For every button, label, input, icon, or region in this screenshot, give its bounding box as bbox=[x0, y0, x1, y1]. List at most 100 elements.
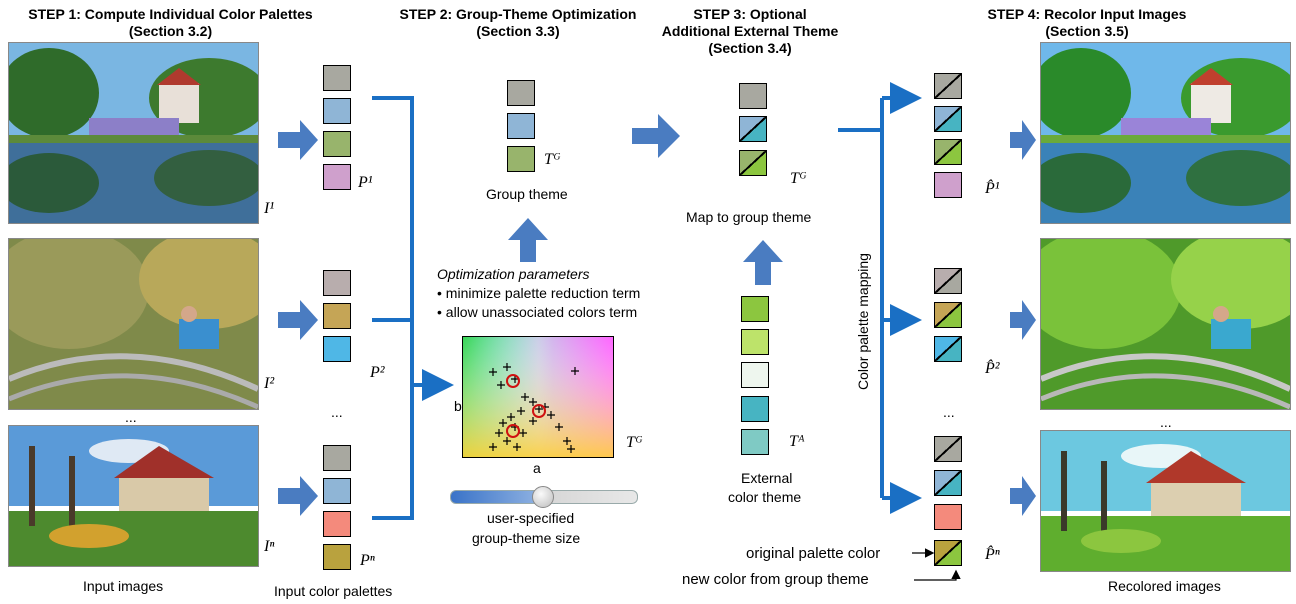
axis-a-label: a bbox=[533, 460, 541, 476]
opt-bullet-2: • allow unassociated colors term bbox=[437, 304, 638, 320]
step2-title: STEP 2: Group-Theme Optimization bbox=[399, 6, 637, 22]
external-label-2: color theme bbox=[728, 489, 802, 505]
plot-point bbox=[529, 398, 537, 406]
ellipsis-inputs: ... bbox=[125, 409, 137, 425]
plot-point bbox=[489, 443, 497, 451]
tg-swatch-gray bbox=[507, 80, 535, 106]
arrow-opt-up bbox=[508, 218, 548, 262]
sym-In: Iⁿ bbox=[264, 538, 275, 555]
arrow-out2 bbox=[1010, 300, 1036, 340]
sym-Phatn: P̂ⁿ bbox=[985, 546, 1000, 563]
p1-swatch-gray bbox=[323, 65, 351, 91]
arrow-img1 bbox=[278, 120, 318, 160]
step2-section: (Section 3.3) bbox=[476, 23, 560, 39]
tg-swatch-olive bbox=[507, 146, 535, 172]
plot-point bbox=[521, 393, 529, 401]
mn-swatch-3 bbox=[934, 504, 962, 530]
opt-params-title: Optimization parameters bbox=[437, 266, 590, 282]
collector-wires bbox=[372, 96, 454, 520]
arrow-step2-3 bbox=[632, 114, 680, 158]
plot-point bbox=[495, 429, 503, 437]
distributor-wires bbox=[838, 82, 922, 514]
s3-swatch-gray bbox=[739, 83, 767, 109]
group-theme-label: Group theme bbox=[486, 186, 568, 202]
plot-point bbox=[519, 429, 527, 437]
m1-swatch-2 bbox=[934, 106, 962, 132]
m1-swatch-1 bbox=[934, 73, 962, 99]
p1-swatch-olive bbox=[323, 131, 351, 157]
new-color-label: new color from group theme bbox=[682, 571, 869, 588]
p2-swatch-cyan bbox=[323, 336, 351, 362]
ext-swatch-4 bbox=[741, 396, 769, 422]
mn-swatch-2 bbox=[934, 470, 962, 496]
arrow-img2 bbox=[278, 300, 318, 340]
opt-bullet-1: • minimize palette reduction term bbox=[437, 285, 641, 301]
input-image-house bbox=[8, 425, 259, 567]
input-image-lake bbox=[8, 42, 259, 224]
theme-center-marker bbox=[506, 424, 520, 438]
recolored-image-house bbox=[1040, 430, 1291, 572]
plot-point bbox=[503, 363, 511, 371]
s3-swatch-olive-to-green bbox=[739, 150, 767, 176]
theme-center-marker bbox=[532, 404, 546, 418]
arrow-img3 bbox=[278, 476, 318, 516]
sym-TA: Tᴬ bbox=[789, 433, 805, 450]
group-size-slider[interactable] bbox=[450, 486, 638, 508]
step1-title: STEP 1: Compute Individual Color Palette… bbox=[28, 6, 313, 22]
step2-header: STEP 2: Group-Theme Optimization (Sectio… bbox=[378, 6, 658, 40]
plot-point bbox=[513, 443, 521, 451]
plot-point bbox=[489, 368, 497, 376]
slider-thumb[interactable] bbox=[532, 486, 554, 508]
step4-title: STEP 4: Recolor Input Images bbox=[987, 6, 1187, 22]
input-palettes-label: Input color palettes bbox=[274, 583, 393, 599]
plot-point bbox=[497, 381, 505, 389]
sym-TG-3: Tᴳ bbox=[790, 170, 807, 187]
arrow-ext-up bbox=[743, 240, 783, 285]
step1-header: STEP 1: Compute Individual Color Palette… bbox=[8, 6, 333, 40]
plot-point bbox=[555, 423, 563, 431]
plot-point bbox=[567, 445, 575, 453]
pn-swatch-gray bbox=[323, 445, 351, 471]
mapping-label: Color palette mapping bbox=[855, 253, 871, 390]
sym-Phat1: P̂¹ bbox=[985, 180, 1000, 197]
ext-swatch-2 bbox=[741, 329, 769, 355]
ab-color-plot bbox=[462, 336, 614, 458]
sym-TG-2: Tᴳ bbox=[626, 434, 643, 451]
sym-I1: I¹ bbox=[264, 200, 275, 217]
plot-point bbox=[529, 417, 537, 425]
ellipsis-mapped: ... bbox=[943, 404, 955, 420]
arrow-out3 bbox=[1010, 476, 1036, 516]
m2-swatch-3 bbox=[934, 336, 962, 362]
sym-TG-1: Tᴳ bbox=[544, 151, 561, 168]
m2-swatch-1 bbox=[934, 268, 962, 294]
mn-swatch-4 bbox=[934, 540, 962, 566]
original-color-label: original palette color bbox=[746, 545, 881, 562]
theme-center-marker bbox=[506, 374, 520, 388]
step3-section: (Section 3.4) bbox=[708, 40, 792, 56]
p2-swatch-stone bbox=[323, 270, 351, 296]
plot-point bbox=[547, 411, 555, 419]
pn-swatch-sky bbox=[323, 478, 351, 504]
ellipsis-recolored: ... bbox=[1160, 414, 1172, 430]
ellipsis-palettes: ... bbox=[331, 404, 343, 420]
ext-swatch-1 bbox=[741, 296, 769, 322]
p1-swatch-pink bbox=[323, 164, 351, 190]
m1-swatch-3 bbox=[934, 139, 962, 165]
ext-swatch-5 bbox=[741, 429, 769, 455]
step1-section: (Section 3.2) bbox=[128, 23, 213, 39]
p1-swatch-sky bbox=[323, 98, 351, 124]
ext-swatch-3 bbox=[741, 362, 769, 388]
s3-swatch-sky-to-cyan bbox=[739, 116, 767, 142]
plot-point bbox=[503, 437, 511, 445]
step3-title-1: STEP 3: Optional bbox=[693, 6, 807, 22]
user-specified-label: user-specified bbox=[487, 510, 575, 526]
arrow-out1 bbox=[1010, 120, 1036, 160]
recolored-label: Recolored images bbox=[1108, 578, 1221, 594]
sym-Phat2: P̂² bbox=[985, 360, 1000, 377]
step3-header: STEP 3: Optional Additional External The… bbox=[650, 6, 850, 57]
sym-P2: P² bbox=[370, 364, 385, 381]
tg-swatch-sky bbox=[507, 113, 535, 139]
plot-point bbox=[507, 413, 515, 421]
plot-point bbox=[517, 407, 525, 415]
input-image-coaster bbox=[8, 238, 259, 410]
